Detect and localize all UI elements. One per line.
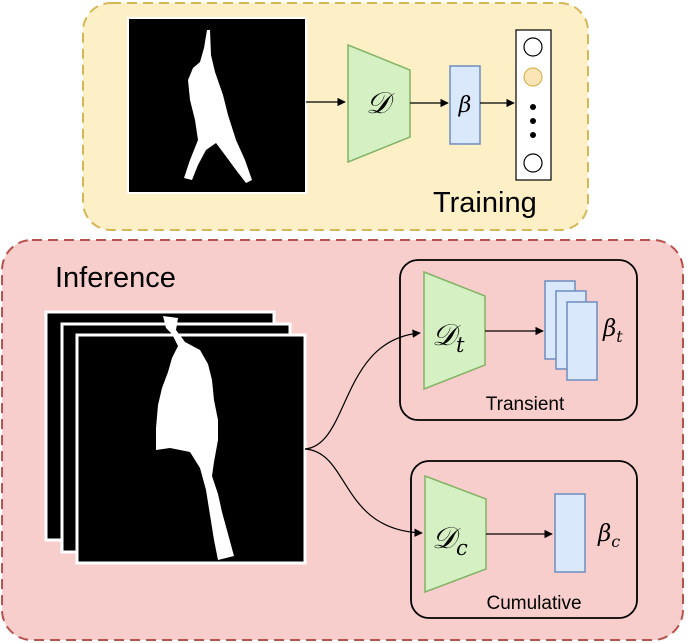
vector-ellipsis-dot [530, 118, 536, 124]
transient-beta-label: βt [602, 316, 623, 346]
inference-title: Inference [55, 262, 176, 294]
transient-decoder [423, 270, 486, 391]
training-beta-block: β [449, 65, 481, 145]
training-beta-label: β [458, 93, 472, 118]
transient-beta-stack [544, 280, 598, 381]
training-panel: 𝒟 β Training [82, 2, 589, 231]
vector-node [523, 37, 543, 57]
training-silhouette-image [127, 17, 307, 194]
cumulative-caption: Cumulative [486, 593, 581, 614]
inference-panel: Inference 𝒟t βt [1, 239, 684, 641]
training-title: Training [433, 187, 537, 219]
vector-ellipsis-dot [530, 132, 536, 138]
vector-ellipsis-dot [530, 104, 536, 110]
inference-frame-stack [44, 310, 307, 565]
transient-caption: Transient [486, 394, 565, 415]
training-decoder: 𝒟 [347, 43, 411, 164]
training-output-vector [515, 29, 552, 181]
transient-box: 𝒟t βt Transient [399, 259, 638, 421]
vector-node-highlighted [523, 67, 543, 87]
inference-arrow-to-cumulative [304, 448, 423, 537]
vector-node [523, 153, 543, 173]
front-silhouette [156, 316, 234, 560]
cumulative-beta-block [554, 493, 586, 573]
cumulative-box: 𝒟c βc Cumulative [410, 460, 638, 619]
cumulative-decoder [424, 474, 487, 594]
cumulative-beta-label: βc [597, 521, 620, 551]
inference-arrow-to-transient [304, 329, 421, 450]
